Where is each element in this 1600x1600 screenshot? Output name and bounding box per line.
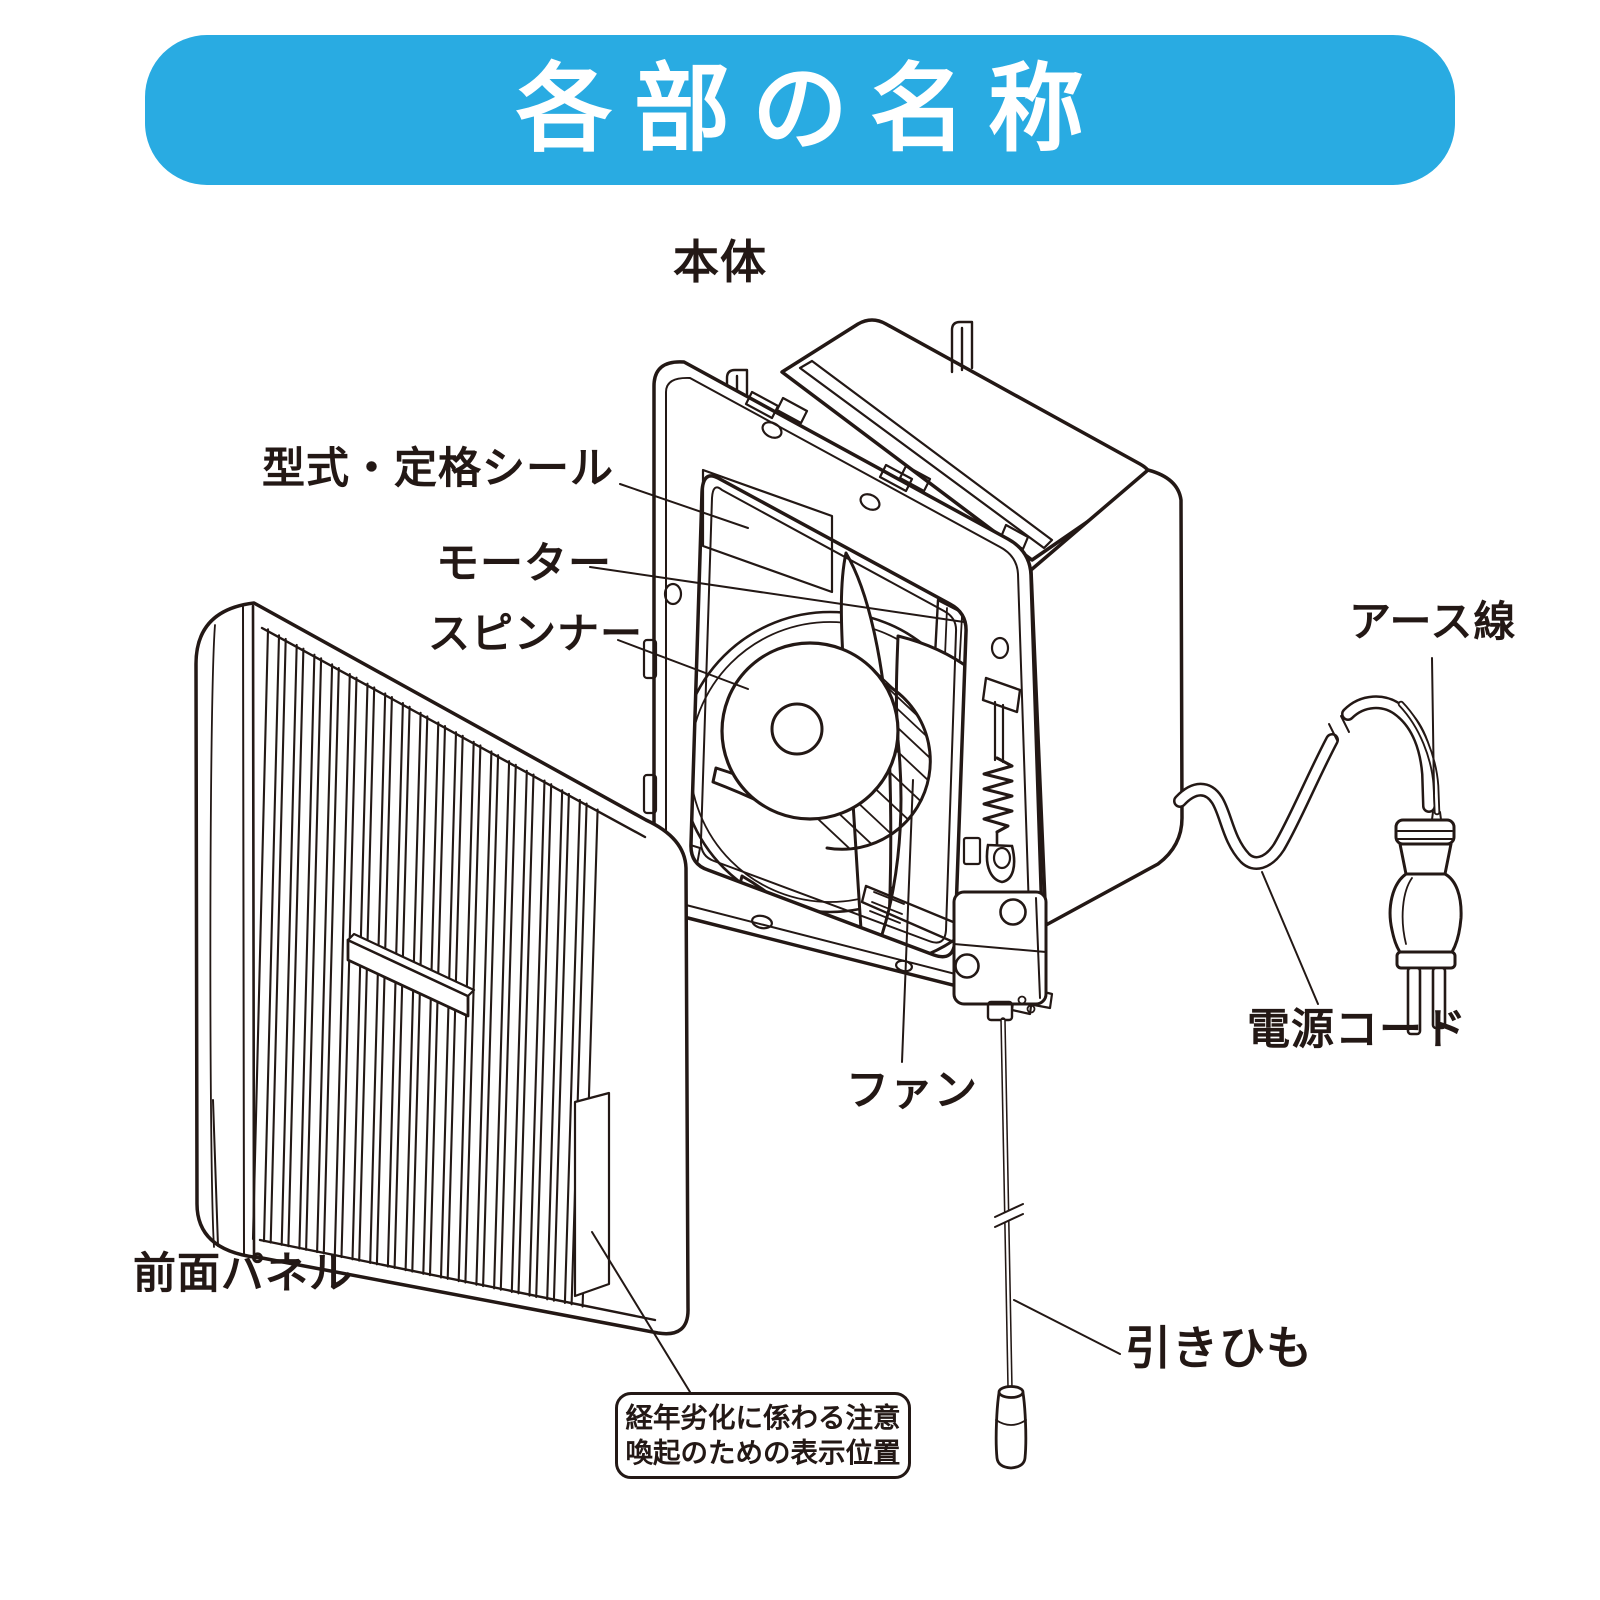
leader-earth-wire xyxy=(1431,657,1435,795)
leader-rating-seal xyxy=(619,483,749,529)
leader-pull-cord xyxy=(1013,1299,1121,1355)
pull-cord-handle xyxy=(994,1385,1028,1470)
power-cord xyxy=(1173,695,1436,870)
spinner-drum xyxy=(720,641,932,851)
aging-caution-note-line1: 経年劣化に係わる注意 xyxy=(625,1402,901,1433)
leader-lines xyxy=(212,483,1435,1393)
label-spinner: スピンナー xyxy=(428,610,644,657)
panel-handle xyxy=(346,932,476,1018)
label-fan: ファン xyxy=(846,1067,978,1115)
caution-sticker xyxy=(573,1091,611,1298)
leader-motor xyxy=(589,566,965,623)
leader-power-cord xyxy=(1261,871,1319,1005)
pull-cord-switch xyxy=(860,676,1048,1022)
rating-seal-sticker xyxy=(701,468,834,594)
leader-spinner xyxy=(617,639,749,690)
label-main-body: 本体 xyxy=(673,236,767,288)
label-earth-wire: アース線 xyxy=(1349,598,1517,645)
front-panel xyxy=(194,601,690,1336)
label-front-panel: 前面パネル xyxy=(133,1250,353,1298)
label-power-cord: 電源コード xyxy=(1247,1006,1467,1054)
switch-spring xyxy=(982,756,1014,834)
aging-caution-note: 経年劣化に係わる注意 喚起のための表示位置 xyxy=(615,1392,911,1480)
pull-cord-string xyxy=(993,1017,1025,1391)
power-plug xyxy=(1388,818,1463,1036)
label-motor: モーター xyxy=(436,540,612,588)
aging-caution-note-line2: 喚起のための表示位置 xyxy=(625,1436,901,1468)
plug-prong xyxy=(1431,966,1447,1030)
title-banner: 各部の名称 xyxy=(145,35,1455,185)
screw-holes xyxy=(663,421,1012,973)
label-rating-seal: 型式・定格シール xyxy=(262,445,614,493)
page-title: 各部の名称 xyxy=(516,56,1106,163)
bell-mouth xyxy=(684,610,972,914)
leader-front-panel xyxy=(212,1099,219,1247)
spinner-hub-hole xyxy=(770,702,824,756)
plug-prong xyxy=(1406,966,1422,1036)
label-pull-cord: 引きひも xyxy=(1125,1322,1313,1374)
leader-aging-note xyxy=(591,1231,691,1393)
leader-fan xyxy=(901,779,914,1063)
